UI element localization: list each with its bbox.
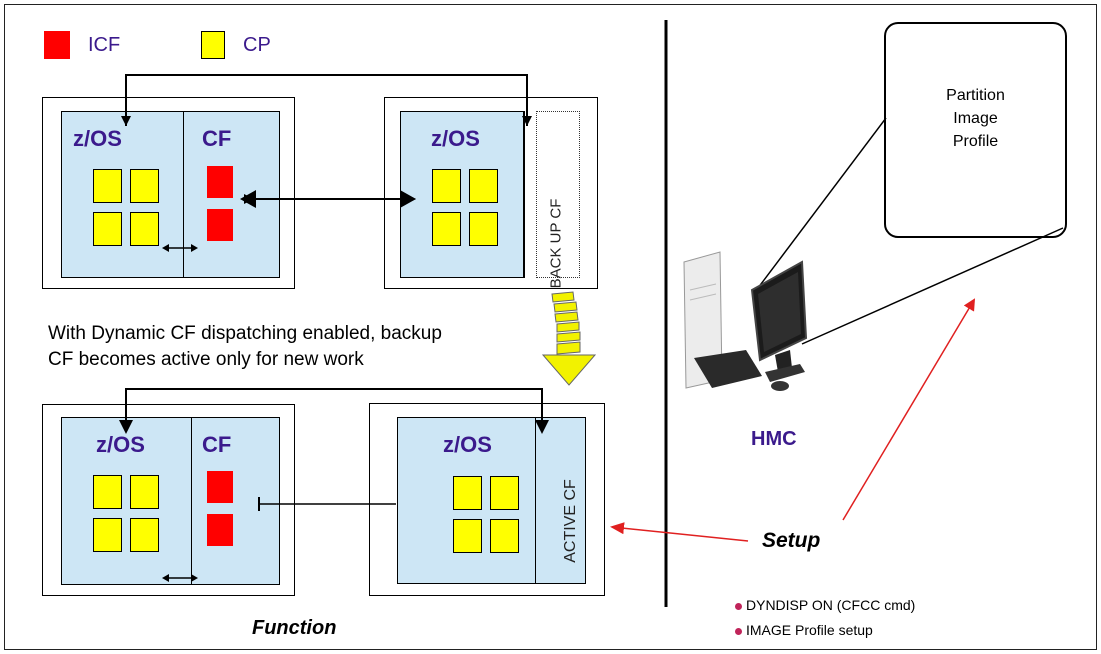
- zos-label: z/OS: [443, 432, 492, 457]
- cp-chip: [490, 519, 519, 553]
- note-line-2: CF becomes active only for new work: [48, 349, 364, 370]
- legend-cp-label: CP: [243, 34, 271, 56]
- icf-chip: [207, 209, 233, 241]
- cf-link-arrowhead-right: [400, 190, 416, 208]
- top-left-system: z/OS CF: [42, 97, 295, 289]
- divider: [191, 418, 192, 585]
- setup-label: Setup: [762, 529, 821, 552]
- legend-icf-swatch: [44, 31, 70, 59]
- cp-chip: [93, 212, 122, 246]
- icf-chip: [207, 514, 233, 546]
- bullet-image-profile-text: IMAGE Profile setup: [746, 622, 873, 638]
- partition-edge: [523, 111, 525, 278]
- divider: [183, 112, 184, 278]
- profile-line-1: Partition: [946, 87, 1005, 104]
- profile-line-2: Image: [953, 110, 998, 127]
- cp-chip: [130, 475, 159, 509]
- bullet-dot-icon: [735, 627, 742, 635]
- callout-line-1: [757, 117, 887, 289]
- diagram-frame: [4, 4, 1097, 650]
- divider: [535, 418, 536, 584]
- top-right-system: z/OS BACK UP CF: [384, 97, 598, 289]
- cp-chip: [490, 476, 519, 510]
- bottom-right-system: z/OS ACTIVE CF: [369, 403, 605, 596]
- backup-cf-region: [536, 111, 580, 278]
- cp-chip: [469, 169, 498, 203]
- setup-to-function-arrow: [610, 522, 749, 542]
- top-right-partition-area: z/OS: [400, 111, 524, 278]
- bottom-left-partition-area: z/OS CF: [61, 417, 280, 585]
- zos-label: z/OS: [96, 432, 145, 457]
- bottom-right-partition-area: z/OS: [397, 417, 586, 584]
- cp-chip: [432, 169, 461, 203]
- cp-chip: [453, 519, 482, 553]
- function-label: Function: [252, 617, 337, 639]
- shift-arrow: [541, 291, 597, 386]
- bottom-left-arrowhead: [119, 420, 133, 434]
- icf-chip: [207, 471, 233, 503]
- cf-label: CF: [202, 432, 232, 457]
- top-left-partition-area: z/OS CF: [61, 111, 280, 278]
- profile-line-3: Profile: [952, 133, 999, 150]
- bottom-connector: [125, 388, 543, 432]
- bullet-dyndisp-text: DYNDISP ON (CFCC cmd): [746, 597, 916, 613]
- cp-chip: [130, 169, 159, 203]
- setup-to-profile-arrow: [842, 298, 976, 521]
- cp-chip: [93, 518, 122, 552]
- cf-label: CF: [202, 126, 232, 151]
- partition-image-profile-callout: Partition Image Profile: [884, 22, 1067, 238]
- bullet-dyndisp: DYNDISP ON (CFCC cmd): [735, 597, 915, 613]
- bottom-left-system: z/OS CF: [42, 404, 295, 596]
- zos-label: z/OS: [431, 126, 480, 151]
- cp-chip: [93, 475, 122, 509]
- note-line-1: With Dynamic CF dispatching enabled, bac…: [48, 323, 442, 344]
- profile-text: Partition Image Profile: [886, 84, 1065, 153]
- icf-chip: [207, 166, 233, 198]
- bullet-dot-icon: [735, 602, 742, 610]
- bullet-image-profile: IMAGE Profile setup: [735, 622, 873, 638]
- zos-label: z/OS: [73, 126, 122, 151]
- computer-icon: [683, 251, 808, 391]
- legend-icf-label: ICF: [88, 34, 121, 56]
- hmc-label: HMC: [751, 428, 797, 450]
- cp-chip: [130, 518, 159, 552]
- bottom-right-arrowhead: [535, 420, 549, 434]
- cf-link-arrowhead-left: [240, 190, 256, 208]
- cp-chip: [93, 169, 122, 203]
- legend-cp-swatch: [201, 31, 225, 59]
- top-connector: [125, 74, 528, 126]
- cp-chip: [469, 212, 498, 246]
- cp-chip: [453, 476, 482, 510]
- cp-chip: [432, 212, 461, 246]
- callout-line-2: [801, 227, 1064, 345]
- cp-chip: [130, 212, 159, 246]
